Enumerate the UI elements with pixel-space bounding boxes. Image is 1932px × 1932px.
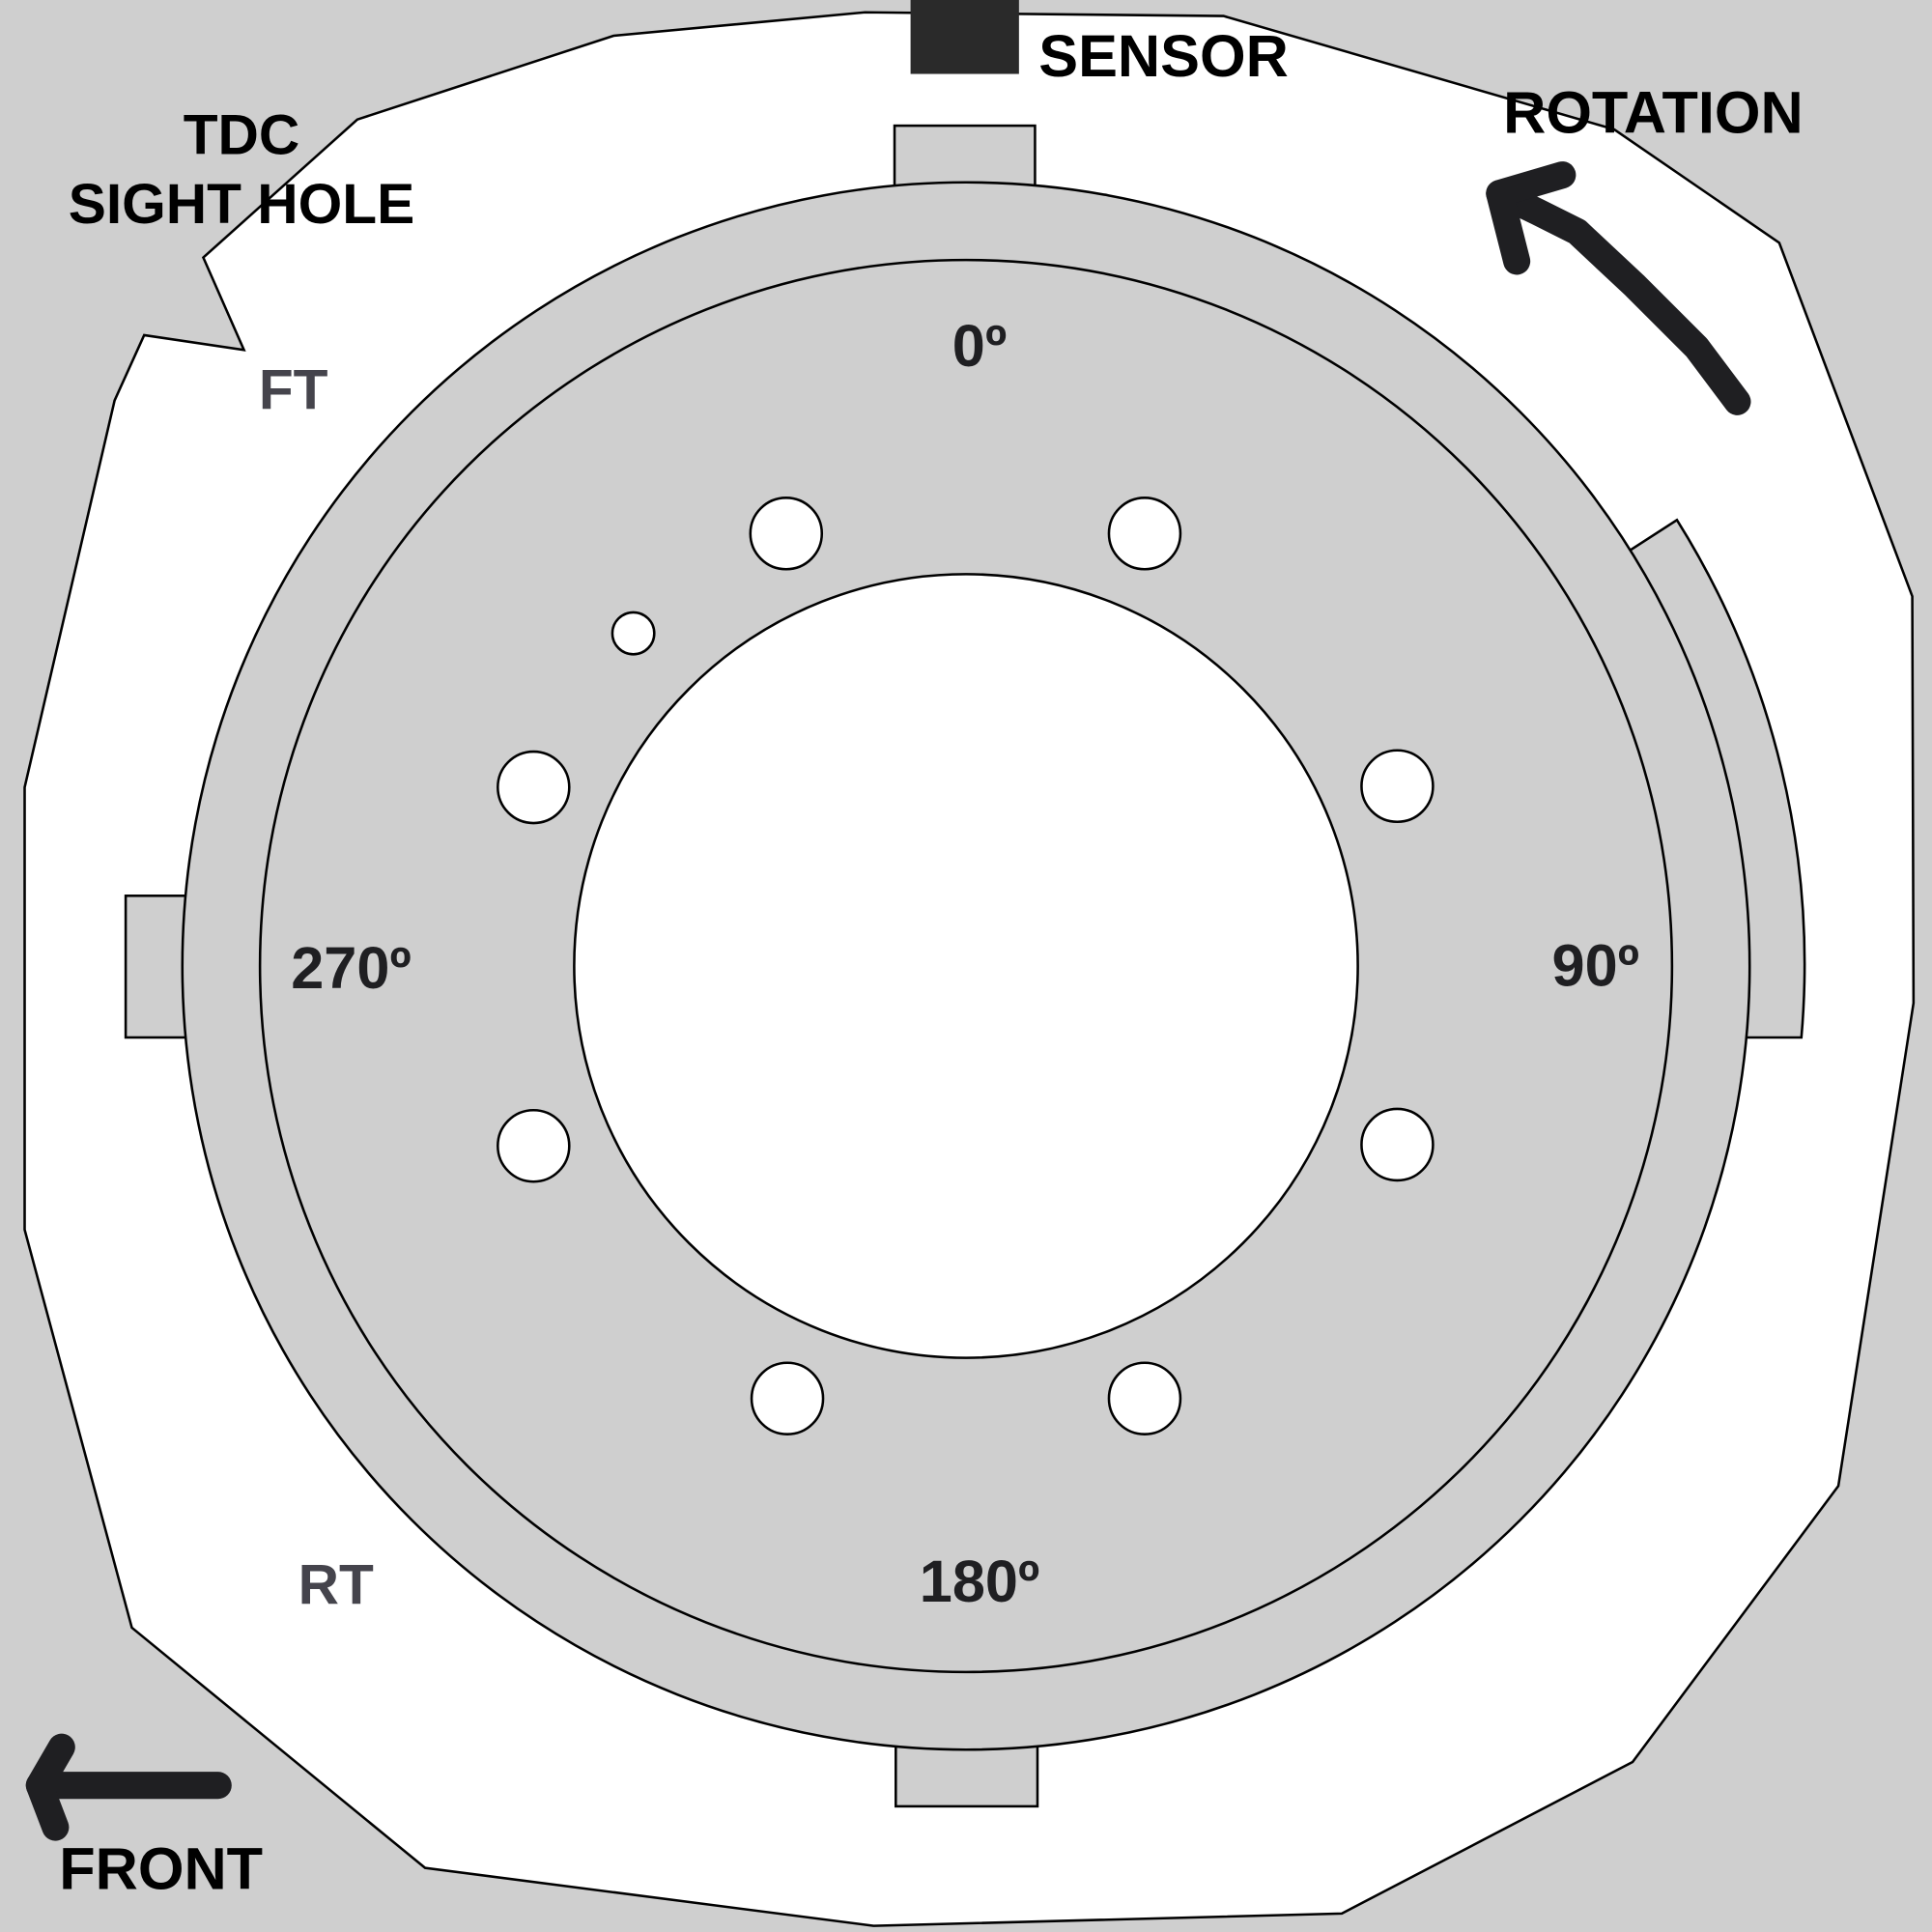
degree-180-label: 180º xyxy=(920,1548,1040,1614)
bolt-hole xyxy=(749,497,824,571)
tdc-label-line2: SIGHT HOLE xyxy=(69,173,414,236)
bolt-hole xyxy=(750,1361,825,1435)
bolt-hole xyxy=(1360,1107,1435,1182)
ft-marker-label: FT xyxy=(259,358,328,421)
bolt-hole xyxy=(1107,497,1182,571)
rt-marker-label: RT xyxy=(298,1554,374,1617)
rotation-label: ROTATION xyxy=(1503,80,1804,146)
degree-0-label: 0º xyxy=(952,313,1007,379)
sensor-block xyxy=(910,0,1019,74)
bolt-hole xyxy=(497,1108,571,1183)
degree-90-label: 90º xyxy=(1552,932,1639,998)
dowel-hole xyxy=(611,611,656,656)
bolt-holes xyxy=(497,497,1435,1435)
bolt-hole xyxy=(1107,1361,1182,1435)
tdc-label-line1: TDC xyxy=(184,103,300,166)
front-arrow-icon xyxy=(25,1733,232,1841)
rotation-arrow-icon xyxy=(1486,161,1751,415)
flywheel-center-hole xyxy=(573,573,1359,1359)
degree-270-label: 270º xyxy=(291,935,412,1001)
front-label: FRONT xyxy=(59,1835,263,1901)
bolt-hole xyxy=(497,750,571,825)
sensor-label: SENSOR xyxy=(1038,23,1289,89)
bolt-hole xyxy=(1360,749,1435,824)
